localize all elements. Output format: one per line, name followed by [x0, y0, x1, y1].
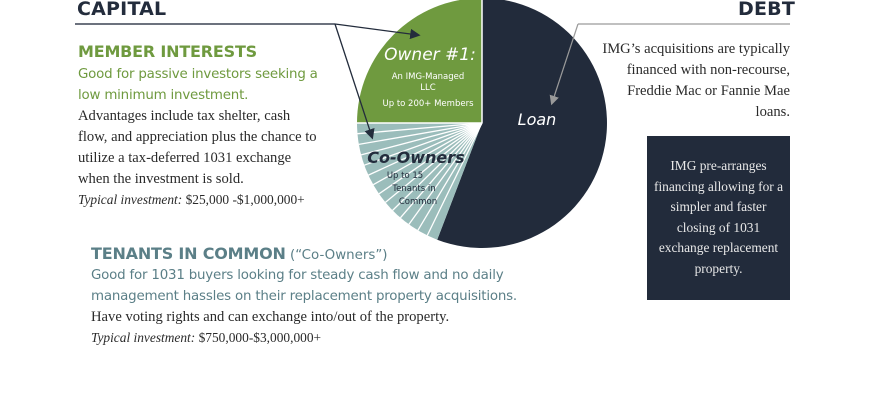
pie-slice-owner1 — [357, 0, 482, 123]
pie-slice-loan — [437, 0, 607, 248]
typical-label: Typical investment: — [78, 192, 183, 207]
owner1-title: Owner #1: — [384, 45, 476, 65]
pie-slice-coowners — [357, 123, 482, 240]
debt-description: IMG’s acquisitions are typically finance… — [602, 41, 790, 120]
owner1-line1: An IMG-Managed — [392, 72, 465, 82]
owner1-line2: LLC — [420, 83, 435, 93]
coowners-line3: Common — [399, 197, 437, 207]
member-interests-typical: Typical investment: $25,000 -$1,000,000+ — [78, 190, 358, 210]
tic-typical: Typical investment: $750,000-$3,000,000+ — [91, 328, 651, 348]
member-interests-tagline: Good for passive investors seeking a low… — [78, 67, 318, 103]
member-interests-section: MEMBER INTERESTS Good for passive invest… — [78, 42, 358, 210]
tenants-in-common-section: TENANTS IN COMMON (“Co-Owners”) Good for… — [91, 244, 651, 348]
arrow-to-loan — [549, 23, 579, 106]
member-interests-advantages: Advantages include tax shelter, cash flo… — [78, 108, 317, 187]
typical-value: $750,000-$3,000,000+ — [195, 330, 322, 345]
debt-box-text: IMG pre-arranges financing allowing for … — [653, 158, 784, 276]
capital-heading: CAPITAL — [77, 0, 167, 20]
coowners-title: Co-Owners — [367, 148, 464, 167]
arrow-to-owner1 — [334, 23, 421, 40]
debt-heading: DEBT — [738, 0, 795, 20]
tic-rights: Have voting rights and can exchange into… — [91, 309, 450, 325]
tic-title: TENANTS IN COMMON — [91, 244, 286, 263]
debt-info-box: IMG pre-arranges financing allowing for … — [647, 136, 790, 300]
coowner-dividers — [357, 122, 483, 236]
coowners-line2: Tenants in — [391, 184, 435, 194]
coowners-line1: Up to 15 — [387, 171, 423, 181]
loan-label: Loan — [518, 110, 557, 129]
owner1-line3: Up to 200+ Members — [383, 99, 475, 109]
member-interests-title: MEMBER INTERESTS — [78, 42, 257, 61]
typical-value: $25,000 -$1,000,000+ — [182, 192, 305, 207]
tic-tagline: Good for 1031 buyers looking for steady … — [91, 268, 517, 304]
typical-label: Typical investment: — [91, 330, 196, 345]
arrow-to-coowners — [334, 23, 375, 140]
tic-subtitle: (“Co-Owners”) — [285, 248, 388, 263]
